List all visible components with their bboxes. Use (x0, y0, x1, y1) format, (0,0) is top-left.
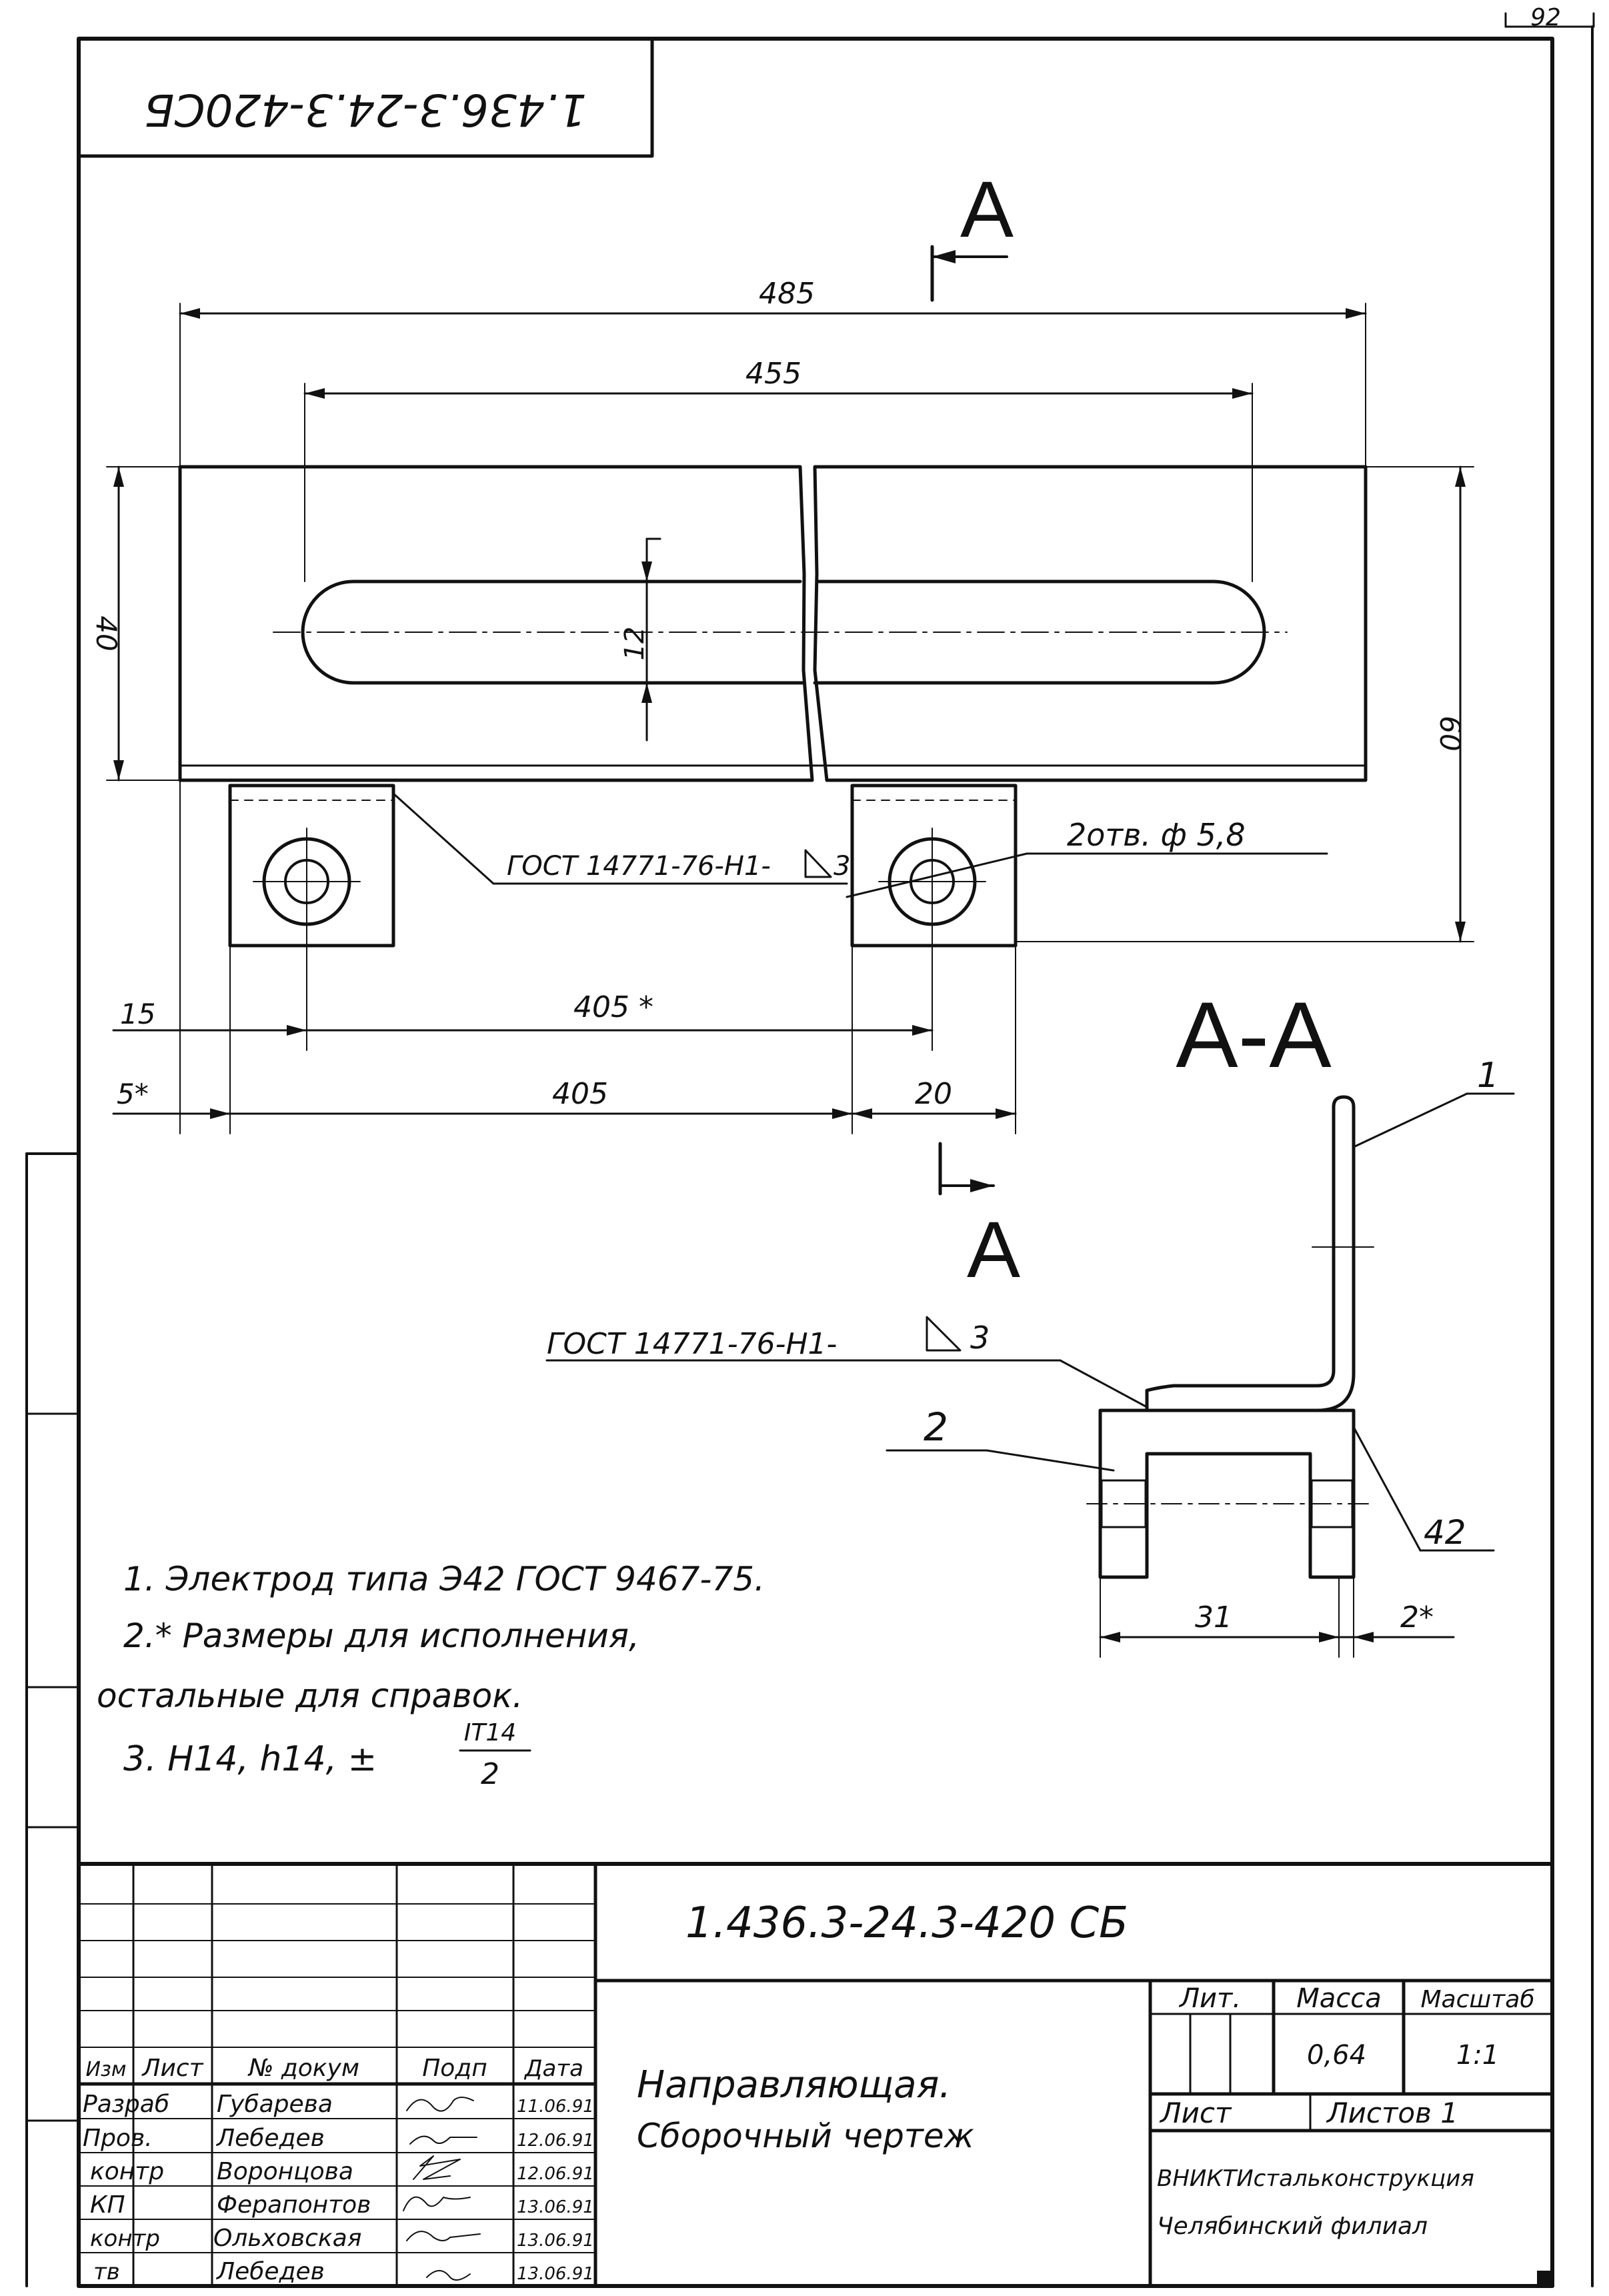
signature-1 (406, 2097, 474, 2112)
signature-5 (406, 2231, 481, 2241)
date-2: 12.06.91 (517, 2131, 594, 2151)
section-weld-size: 3 (970, 1320, 990, 1356)
section-view: А-А 1 2 ГОСТ 14771-76-Н1- 3 42 31 2* (545, 982, 1515, 1658)
role-1: Разраб (83, 2091, 169, 2118)
dim-15: 15 (120, 998, 155, 1030)
note-3-numerator: IT14 (464, 1719, 516, 1747)
dim-405-star: 405 * (573, 990, 653, 1024)
role-2: Пров. (83, 2125, 153, 2152)
section-letter-bottom: А (967, 1205, 1020, 1294)
technical-notes: 1. Электрод типа Э42 ГОСТ 9467-75. 2.* Р… (97, 1560, 765, 1791)
plan-weld-callout: ГОСТ 14771-76-Н1- (507, 851, 771, 882)
signature-2 (409, 2135, 477, 2145)
name-6: Лебедев (215, 2258, 325, 2285)
rotated-designation-text: 1.436.3-24.3-420СБ (144, 84, 587, 135)
note-1: 1. Электрод типа Э42 ГОСТ 9467-75. (123, 1560, 765, 1598)
date-6: 13.06.91 (517, 2264, 594, 2284)
org-line-2: Челябинский филиал (1157, 2213, 1428, 2240)
signature-6 (426, 2270, 471, 2281)
part-name: Направляющая. (637, 2063, 951, 2107)
scale-value: 1:1 (1456, 2040, 1499, 2071)
name-5: Ольховская (213, 2225, 361, 2252)
dim-455: 455 (745, 357, 801, 391)
sheets-label: Листов 1 (1326, 2097, 1458, 2129)
dim-60: 60 (1434, 716, 1466, 751)
col-header-sign: Подп (422, 2055, 487, 2082)
designation: 1.436.3-24.3-420 СБ (685, 1899, 1128, 1948)
org-line-1: ВНИКТИстальконструкция (1157, 2165, 1474, 2192)
lit-label: Лит. (1178, 1983, 1241, 2014)
name-3: Воронцова (217, 2158, 353, 2185)
col-header-list: Лист (141, 2055, 203, 2082)
note-2b: остальные для справок. (97, 1676, 523, 1715)
section-letter-top: А (960, 165, 1014, 254)
note-3-denominator: 2 (481, 1757, 499, 1791)
name-2: Лебедев (215, 2125, 325, 2152)
rotated-designation-stamp: 1.436.3-24.3-420СБ (77, 37, 654, 158)
role-6: тв (93, 2259, 120, 2285)
signature-3 (413, 2155, 461, 2180)
name-1: Губарева (217, 2091, 333, 2118)
date-1: 11.06.91 (517, 2097, 594, 2117)
note-2a: 2.* Размеры для исполнения, (123, 1616, 639, 1655)
dim-12: 12 (619, 627, 650, 661)
signature-4 (403, 2196, 471, 2211)
part-1-label: 1 (1477, 1056, 1499, 1096)
section-marker-bottom: А (938, 1142, 1020, 1294)
scale-label: Масштаб (1420, 1986, 1534, 2013)
drawing-type: Сборочный чертеж (637, 2117, 974, 2155)
role-5: контр (90, 2225, 160, 2252)
part-2-label: 2 (924, 1404, 948, 1450)
date-5: 13.06.91 (517, 2231, 594, 2251)
sheet-label: Лист (1159, 2097, 1232, 2129)
date-3: 12.06.91 (517, 2164, 594, 2184)
dim-405: 405 (552, 1077, 608, 1111)
hole-callout: 2отв. ф 5,8 (1067, 817, 1246, 853)
note-3: 3. Н14, h14, ± (123, 1739, 377, 1779)
dim-31: 31 (1195, 1600, 1232, 1634)
plan-weld-size: 3 (834, 851, 850, 882)
section-marker-top: А (930, 165, 1014, 302)
dim-40: 40 (90, 616, 123, 651)
role-4: КП (90, 2191, 125, 2219)
dim-42: 42 (1424, 1513, 1466, 1552)
corner-sheet-number: 92 (1530, 4, 1561, 31)
mass-label: Масса (1296, 1983, 1382, 2014)
section-title: А-А (1176, 982, 1332, 1087)
col-header-doc: № докум (247, 2055, 359, 2082)
section-weld-callout: ГОСТ 14771-76-Н1- (547, 1327, 837, 1361)
dim-485: 485 (759, 277, 815, 311)
plan-view: 485 455 40 12 60 ГОСТ 14771-76-Н1- 3 2от… (90, 165, 1474, 1294)
col-header-izm: Изм (85, 2058, 126, 2081)
role-3: контр (90, 2158, 164, 2185)
mass-value: 0,64 (1307, 2040, 1366, 2071)
left-margin-strip (25, 1152, 80, 2287)
dim-20: 20 (915, 1077, 952, 1111)
name-4: Ферапонтов (217, 2191, 371, 2219)
date-4: 13.06.91 (517, 2197, 594, 2217)
dim-5-star: 5* (117, 1078, 149, 1110)
dim-2-star: 2* (1400, 1600, 1434, 1634)
col-header-date: Дата (523, 2055, 583, 2082)
title-block: Изм Лист № докум Подп Дата Разраб Губаре… (77, 1862, 1554, 2288)
